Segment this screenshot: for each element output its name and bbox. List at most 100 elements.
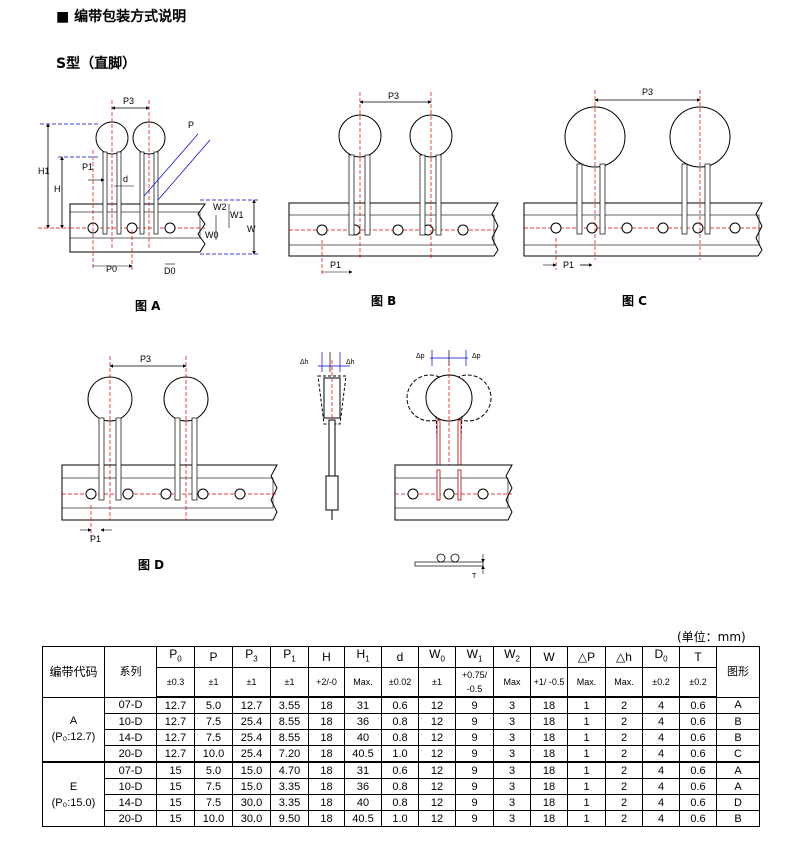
value-cell: 9 bbox=[455, 778, 494, 795]
shape-cell: A bbox=[716, 761, 760, 779]
value-cell: 2 bbox=[605, 745, 643, 763]
value-cell: 36 bbox=[344, 778, 382, 795]
dim-w2-a: W2 bbox=[213, 202, 227, 212]
value-cell: 18 bbox=[530, 778, 568, 795]
value-cell: 2 bbox=[605, 761, 643, 779]
value-cell: 0.8 bbox=[381, 729, 419, 746]
shape-cell: A bbox=[716, 778, 760, 795]
value-cell: 12 bbox=[418, 713, 456, 730]
value-cell: 15 bbox=[156, 761, 195, 779]
value-cell: 1 bbox=[567, 761, 606, 779]
series-cell: 14-D bbox=[104, 729, 157, 746]
dim-p3-d: P3 bbox=[140, 354, 151, 364]
dim-p1-c: P1 bbox=[563, 260, 574, 270]
value-cell: 12.7 bbox=[232, 696, 271, 714]
value-cell: 18 bbox=[308, 761, 345, 779]
value-cell: 0.6 bbox=[679, 794, 717, 811]
column-header: H1 bbox=[344, 646, 382, 668]
packaging-drawings: P3 H1 H P1 d P W W2 W1 W0 P0 D0 bbox=[38, 87, 763, 580]
dim-p1-a: P1 bbox=[82, 162, 93, 172]
column-tolerance: +2/-0 bbox=[308, 667, 345, 698]
figure-a-label: 图 A bbox=[135, 299, 161, 313]
value-cell: 31 bbox=[344, 696, 382, 714]
value-cell: 3.35 bbox=[270, 794, 309, 811]
value-cell: 12.7 bbox=[156, 729, 195, 746]
value-cell: 9 bbox=[455, 696, 494, 714]
value-cell: 12 bbox=[418, 778, 456, 795]
figure-c-drawing: P3 P1 bbox=[523, 87, 763, 270]
column-tolerance: ±0.02 bbox=[381, 667, 419, 698]
code-header: 编带代码 bbox=[42, 646, 105, 698]
value-cell: 7.5 bbox=[194, 778, 233, 795]
column-tolerance: Max. bbox=[567, 667, 606, 698]
column-header: D0 bbox=[642, 646, 680, 668]
value-cell: 18 bbox=[530, 761, 568, 779]
value-cell: 12 bbox=[418, 696, 456, 714]
column-header: W1 bbox=[455, 646, 494, 668]
value-cell: 18 bbox=[530, 696, 568, 714]
value-cell: 3 bbox=[493, 778, 531, 795]
value-cell: 9.50 bbox=[270, 810, 309, 827]
column-tolerance: Max. bbox=[605, 667, 643, 698]
group-note: (P₀:12.7) bbox=[51, 731, 96, 744]
value-cell: 2 bbox=[605, 696, 643, 714]
value-cell: 40 bbox=[344, 729, 382, 746]
value-cell: 3.55 bbox=[270, 696, 309, 714]
column-tolerance: ±1 bbox=[418, 667, 456, 698]
column-header: d bbox=[381, 646, 419, 668]
column-tolerance: ±0.2 bbox=[679, 667, 717, 698]
value-cell: 15 bbox=[156, 778, 195, 795]
dim-p3-b: P3 bbox=[388, 91, 399, 101]
value-cell: 36 bbox=[344, 713, 382, 730]
shape-cell: A bbox=[716, 696, 760, 714]
series-cell: 20-D bbox=[104, 810, 157, 827]
dim-d-a: d bbox=[123, 174, 128, 184]
value-cell: 3 bbox=[493, 696, 531, 714]
figure-a-drawing: P3 H1 H P1 d P W W2 W1 W0 P0 D0 bbox=[38, 96, 260, 276]
value-cell: 9 bbox=[455, 745, 494, 763]
value-cell: 31 bbox=[344, 761, 382, 779]
value-cell: 9 bbox=[455, 761, 494, 779]
dim-p3-a: P3 bbox=[123, 96, 134, 106]
value-cell: 4 bbox=[642, 745, 680, 763]
value-cell: 25.4 bbox=[232, 729, 271, 746]
series-cell: 10-D bbox=[104, 713, 157, 730]
column-tolerance: +0.75/ -0.5 bbox=[455, 667, 494, 698]
value-cell: 12.7 bbox=[156, 696, 195, 714]
value-cell: 0.6 bbox=[679, 761, 717, 779]
dim-p1-b: P1 bbox=[330, 260, 341, 270]
dim-dh-right: Δh bbox=[346, 359, 355, 366]
column-tolerance: ±1 bbox=[270, 667, 309, 698]
value-cell: 12.7 bbox=[156, 713, 195, 730]
delta-h-drawing: Δh Δh bbox=[300, 352, 355, 520]
value-cell: 25.4 bbox=[232, 713, 271, 730]
value-cell: 0.8 bbox=[381, 778, 419, 795]
dim-t: T bbox=[472, 573, 477, 580]
value-cell: 4 bbox=[642, 713, 680, 730]
value-cell: 18 bbox=[308, 778, 345, 795]
column-header: H bbox=[308, 646, 345, 668]
column-header: P1 bbox=[270, 646, 309, 668]
value-cell: 15 bbox=[156, 794, 195, 811]
column-tolerance: Max. bbox=[344, 667, 382, 698]
shape-cell: C bbox=[716, 745, 760, 763]
group-code: E bbox=[69, 780, 78, 793]
value-cell: 3 bbox=[493, 713, 531, 730]
value-cell: 18 bbox=[308, 713, 345, 730]
unit-label: (单位：mm) bbox=[677, 630, 746, 644]
value-cell: 18 bbox=[530, 729, 568, 746]
value-cell: 5.0 bbox=[194, 761, 233, 779]
column-header: W bbox=[530, 646, 568, 668]
type-subheading: S型（直脚） bbox=[56, 56, 137, 72]
value-cell: 9 bbox=[455, 810, 494, 827]
value-cell: 3 bbox=[493, 810, 531, 827]
value-cell: 3 bbox=[493, 761, 531, 779]
